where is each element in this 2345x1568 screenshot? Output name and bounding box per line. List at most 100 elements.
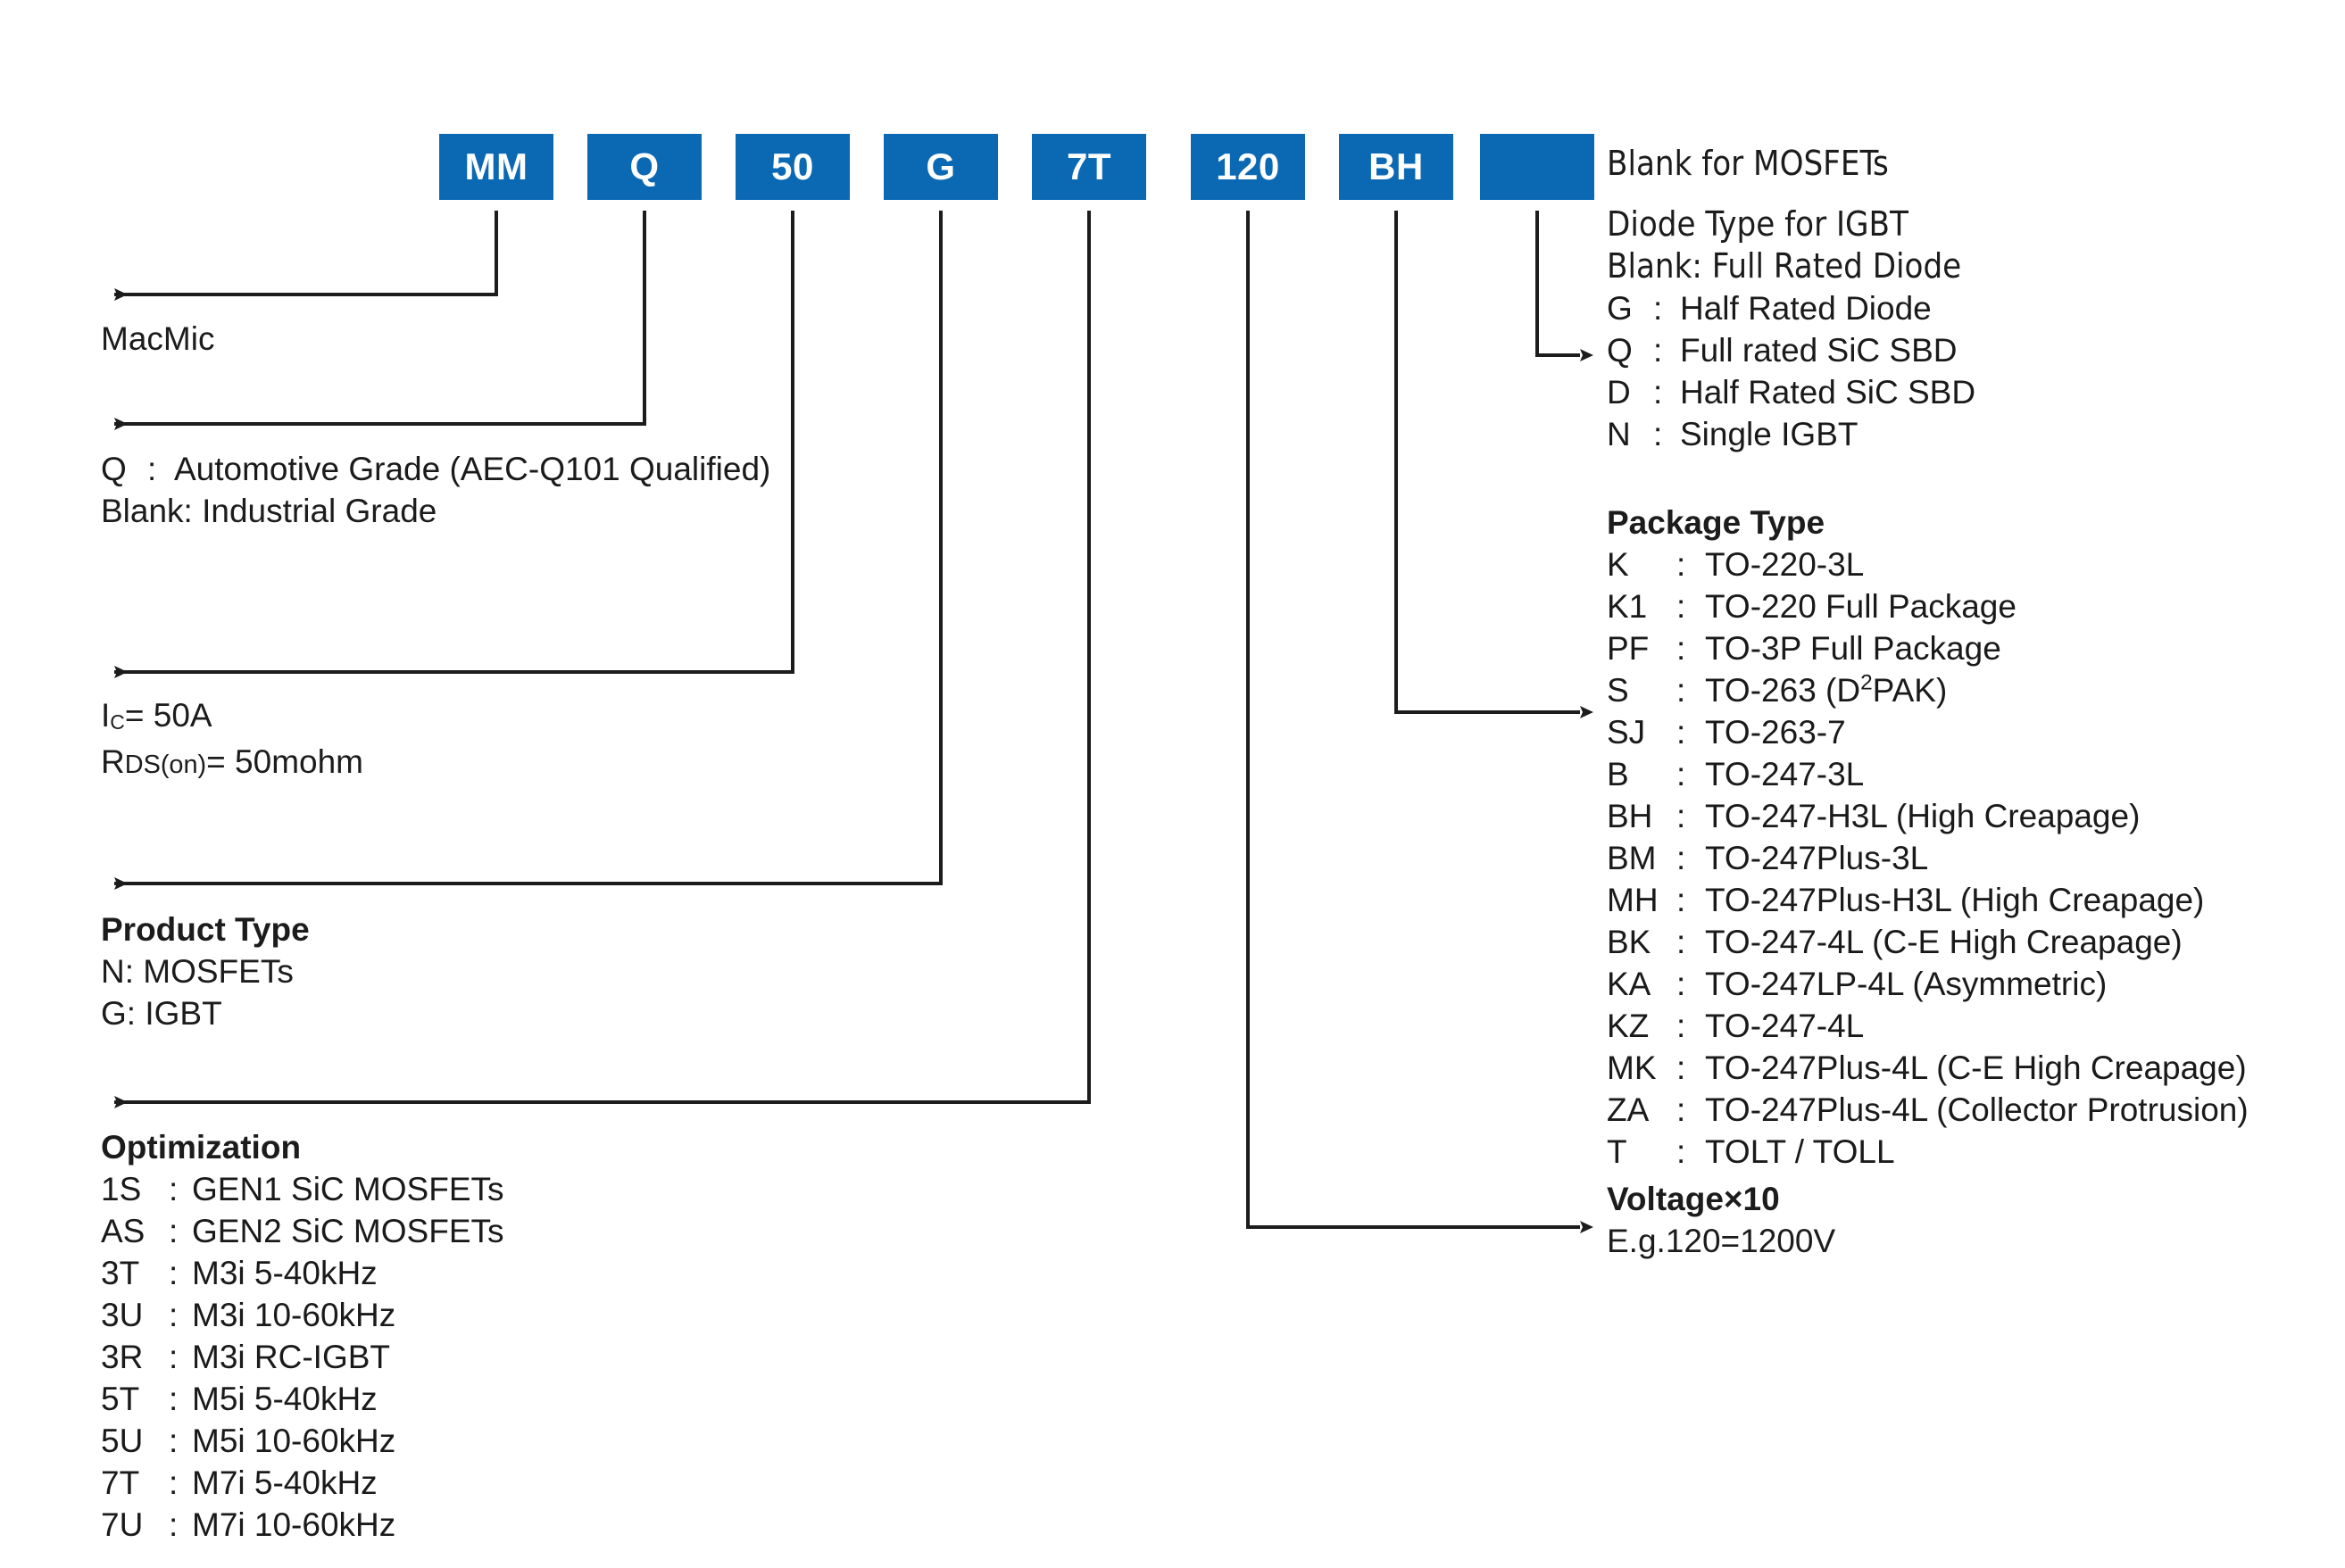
diode-type-value: Half Rated Diode xyxy=(1680,290,1932,327)
package-type-key: MH xyxy=(1607,882,1659,918)
package-type-item: KA : TO-247LP-4L (Asymmetric) xyxy=(1607,963,2249,1005)
optimization-separator: : xyxy=(169,1297,179,1333)
manufacturer-name: MacMic xyxy=(101,320,215,357)
package-type-item: MH : TO-247Plus-H3L (High Creapage) xyxy=(1607,879,2249,921)
package-type-item: BM : TO-247Plus-3L xyxy=(1607,837,2249,879)
code-box-package-type[interactable]: BH xyxy=(1339,134,1453,200)
optimization-item: 7T : M7i 5-40kHz xyxy=(101,1462,504,1504)
diode-type-key: Q xyxy=(1607,332,1633,369)
optimization-separator: : xyxy=(169,1213,179,1249)
optimization-item: 5U : M5i 10-60kHz xyxy=(101,1420,504,1462)
optimization-key: 7T xyxy=(101,1464,140,1501)
diode-type-item: N : Single IGBT xyxy=(1607,413,1975,455)
optimization-item: AS : GEN2 SiC MOSFETs xyxy=(101,1210,504,1252)
package-type-separator: : xyxy=(1676,924,1686,960)
ic-value: = 50A xyxy=(124,697,212,734)
voltage-title: Voltage×10 xyxy=(1607,1181,1780,1217)
package-type-separator: : xyxy=(1676,714,1686,751)
package-type-separator: : xyxy=(1676,546,1686,583)
optimization-key: 7U xyxy=(101,1506,144,1543)
diode-type-blank-row: Blank: Full Rated Diode xyxy=(1607,246,1962,286)
rds-symbol: R xyxy=(101,743,125,780)
code-box-label: 50 xyxy=(771,145,814,187)
package-type-item: KZ : TO-247-4L xyxy=(1607,1005,2249,1047)
package-type-separator: : xyxy=(1676,798,1686,834)
diode-type-key: N xyxy=(1607,416,1631,452)
optimization-separator: : xyxy=(169,1423,179,1459)
package-type-separator: : xyxy=(1676,630,1686,667)
code-box-current-rating[interactable]: 50 xyxy=(736,134,850,200)
package-type-value: TO-247-4L xyxy=(1705,1008,1865,1044)
package-type-separator: : xyxy=(1676,882,1686,918)
diode-type-item: G : Half Rated Diode xyxy=(1607,287,1975,329)
package-type-item: MK : TO-247Plus-4L (C-E High Creapage) xyxy=(1607,1047,2249,1089)
code-box-label: MM xyxy=(464,145,528,187)
package-type-value: TO-247Plus-4L (Collector Protrusion) xyxy=(1705,1091,2249,1128)
package-type-separator: : xyxy=(1676,672,1686,709)
optimization-separator: : xyxy=(169,1464,179,1501)
optimization-item: 3R : M3i RC-IGBT xyxy=(101,1336,504,1378)
package-type-key: KZ xyxy=(1607,1008,1650,1044)
diode-type-item: Q : Full rated SiC SBD xyxy=(1607,329,1975,371)
leader-120 xyxy=(1246,211,1593,1233)
rds-value: = 50mohm xyxy=(206,743,363,780)
optimization-item: 1S : GEN1 SiC MOSFETs xyxy=(101,1168,504,1210)
package-type-key: K1 xyxy=(1607,588,1648,625)
package-type-value: TO-263 (D2PAK) xyxy=(1705,670,1948,709)
optimization-item: 3T : M3i 5-40kHz xyxy=(101,1252,504,1294)
package-type-key: BM xyxy=(1607,840,1657,876)
optimization-key: 1S xyxy=(101,1171,142,1207)
code-box-optimization[interactable]: 7T xyxy=(1032,134,1146,200)
grade-value: Automotive Grade (AEC-Q101 Qualified) xyxy=(174,451,771,487)
package-type-item: K : TO-220-3L xyxy=(1607,543,2249,585)
package-type-key: MK xyxy=(1607,1049,1657,1086)
diode-type-value: Half Rated SiC SBD xyxy=(1680,374,1976,411)
package-type-separator: : xyxy=(1676,1091,1686,1128)
code-box-grade[interactable]: Q xyxy=(587,134,702,200)
callout-grade: Q : Automotive Grade (AEC-Q101 Qualified… xyxy=(101,448,770,532)
leader-50 xyxy=(114,211,794,678)
package-type-separator: : xyxy=(1676,966,1686,1002)
code-box-diode-type[interactable] xyxy=(1480,134,1594,200)
package-type-separator: : xyxy=(1676,1008,1686,1044)
optimization-value: GEN2 SiC MOSFETs xyxy=(192,1213,504,1249)
package-type-item: PF : TO-3P Full Package xyxy=(1607,627,2249,669)
callout-package-type: Package Type K : TO-220-3L K1 : TO-220 F… xyxy=(1607,502,2249,1173)
ic-subscript: C xyxy=(110,709,125,734)
optimization-key: 3U xyxy=(101,1297,144,1333)
package-type-value: TO-263-7 xyxy=(1705,714,1846,751)
optimization-separator: : xyxy=(169,1171,179,1207)
optimization-key: 5U xyxy=(101,1423,144,1459)
ic-symbol: I xyxy=(101,697,111,734)
package-type-value: TO-220-3L xyxy=(1705,546,1865,583)
package-type-value: TO-247-3L xyxy=(1705,756,1865,792)
code-box-manufacturer[interactable]: MM xyxy=(439,134,553,200)
package-type-separator: : xyxy=(1676,756,1686,792)
callout-product-type: Product Type N: MOSFETs G: IGBT xyxy=(101,908,310,1034)
diode-type-separator: : xyxy=(1653,416,1663,452)
optimization-value: M7i 5-40kHz xyxy=(192,1464,378,1501)
package-type-item: BH : TO-247-H3L (High Creapage) xyxy=(1607,795,2249,837)
package-type-key: B xyxy=(1607,756,1629,792)
package-type-value: TO-247-H3L (High Creapage) xyxy=(1705,798,2141,834)
optimization-key: 5T xyxy=(101,1381,140,1417)
package-type-value: TO-247Plus-H3L (High Creapage) xyxy=(1705,882,2205,918)
package-type-separator: : xyxy=(1676,840,1686,876)
optimization-separator: : xyxy=(169,1339,179,1375)
rds-subscript: DS(on) xyxy=(124,751,207,779)
callout-optimization: Optimization 1S : GEN1 SiC MOSFETs AS : … xyxy=(101,1126,504,1546)
package-type-item: BK : TO-247-4L (C-E High Creapage) xyxy=(1607,921,2249,963)
code-box-voltage[interactable]: 120 xyxy=(1191,134,1305,200)
package-type-key: ZA xyxy=(1607,1091,1650,1128)
package-type-value: TO-247Plus-3L xyxy=(1705,840,1929,876)
optimization-title: Optimization xyxy=(101,1129,302,1166)
package-type-item: B : TO-247-3L xyxy=(1607,753,2249,795)
ic-rating-row: IC= 50A xyxy=(101,694,363,741)
code-box-label: 7T xyxy=(1066,145,1111,187)
optimization-separator: : xyxy=(169,1255,179,1291)
package-type-key: KA xyxy=(1607,966,1651,1002)
code-box-product-type[interactable]: G xyxy=(884,134,998,200)
code-box-label: BH xyxy=(1368,145,1424,187)
diode-type-value: Single IGBT xyxy=(1680,416,1859,452)
